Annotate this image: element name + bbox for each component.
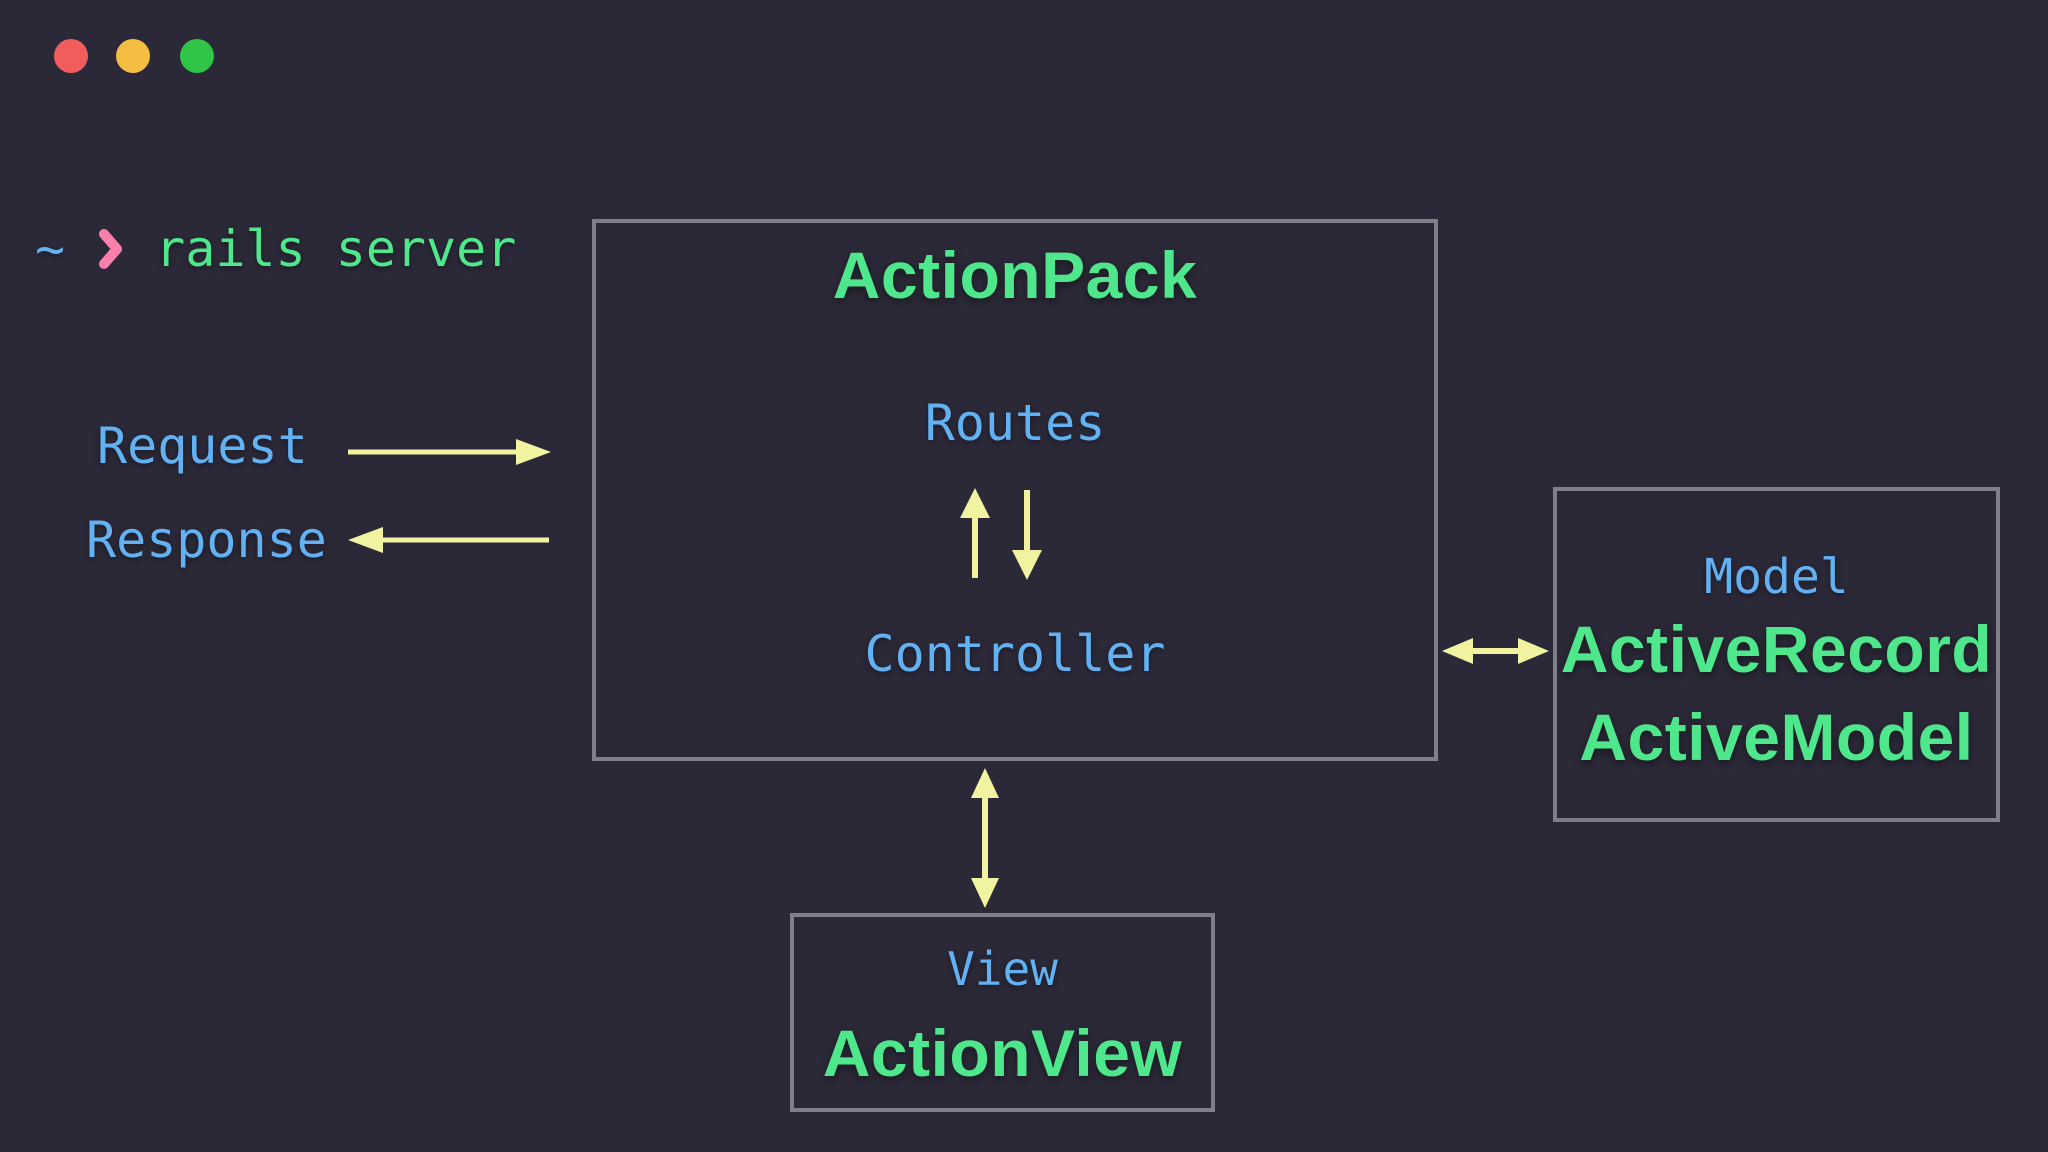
actionpack-title: ActionPack [832,238,1198,312]
controller-label: Controller [864,625,1166,683]
view-title: View [947,942,1058,996]
prompt-path: ~ [35,220,66,278]
terminal-prompt: ~ rails server [35,216,516,282]
terminal-command: rails server [155,220,517,278]
controller-to-routes-arrow-icon [960,488,990,578]
model-title: Model [1704,549,1849,605]
request-arrow-icon [348,439,551,465]
activemodel-label: ActiveModel [1579,700,1974,774]
routes-label: Routes [924,394,1106,452]
controller-model-arrow-icon [1442,638,1549,664]
routes-to-controller-arrow-icon [1012,490,1042,580]
response-arrow-icon [348,527,549,553]
maximize-button[interactable] [180,39,214,73]
view-box: View ActionView [790,913,1215,1112]
close-button[interactable] [54,39,88,73]
actionview-label: ActionView [822,1016,1183,1090]
actionpack-box: ActionPack Routes Controller [592,219,1438,761]
activerecord-label: ActiveRecord [1560,612,1993,686]
controller-view-arrow-icon [971,768,999,908]
request-label: Request [97,417,308,475]
minimize-button[interactable] [116,39,150,73]
prompt-chevron-icon [99,229,123,269]
response-label: Response [86,511,327,569]
